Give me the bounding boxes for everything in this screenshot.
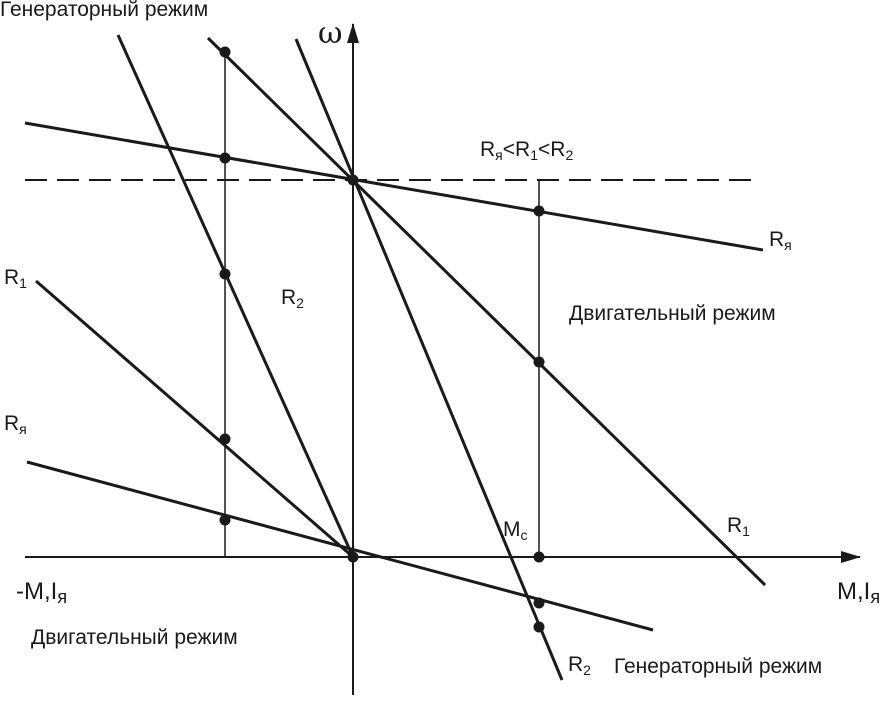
point-r-ya-left-upper	[219, 152, 231, 164]
point-r-ya-left-lower	[219, 514, 231, 526]
negative-torque-axis-label: -M,Iя	[16, 578, 68, 607]
r1-label-left: R1	[4, 266, 27, 291]
point-r2-left	[219, 268, 231, 280]
resistance-inequality-label: Rя<R1<R2	[480, 138, 574, 163]
r-ya-label-left: Rя	[4, 412, 27, 437]
origin-point	[347, 551, 359, 563]
characteristic-r-ya-upper	[24, 121, 764, 252]
mc-label: Mc	[503, 518, 528, 543]
r2-label-middle: R2	[281, 286, 304, 311]
characteristic-r1-lower	[35, 279, 354, 559]
motor-mode-label-left: Двигательный режим	[31, 626, 238, 649]
point-r1-top	[219, 46, 231, 58]
characteristic-r2-upper	[294, 38, 564, 681]
generator-mode-label-bottom: Генераторный режим	[614, 655, 823, 678]
point-r-ya-mc	[533, 205, 545, 217]
r2-label-bottom: R2	[568, 653, 591, 678]
point-mc-axis	[533, 551, 545, 563]
characteristic-r1-upper	[206, 36, 767, 587]
motor-mode-label-right: Двигательный режим	[569, 302, 776, 325]
torque-axis-label: M,Iя	[837, 578, 881, 607]
omega-axis-label: ω	[318, 16, 343, 51]
point-r-ya-lower-mc	[533, 597, 545, 609]
point-r1-mc	[533, 356, 545, 368]
r1-label-right: R1	[727, 514, 750, 539]
characteristic-r-ya-lower	[26, 460, 654, 632]
point-r1-left-lower	[219, 433, 231, 445]
point-r2-lower-mc	[533, 621, 545, 633]
r-ya-label-right: Rя	[769, 228, 792, 253]
no-load-point	[347, 174, 359, 186]
generator-mode-label-top: Генераторный режим	[0, 0, 209, 21]
characteristic-r2-lower	[116, 34, 355, 558]
